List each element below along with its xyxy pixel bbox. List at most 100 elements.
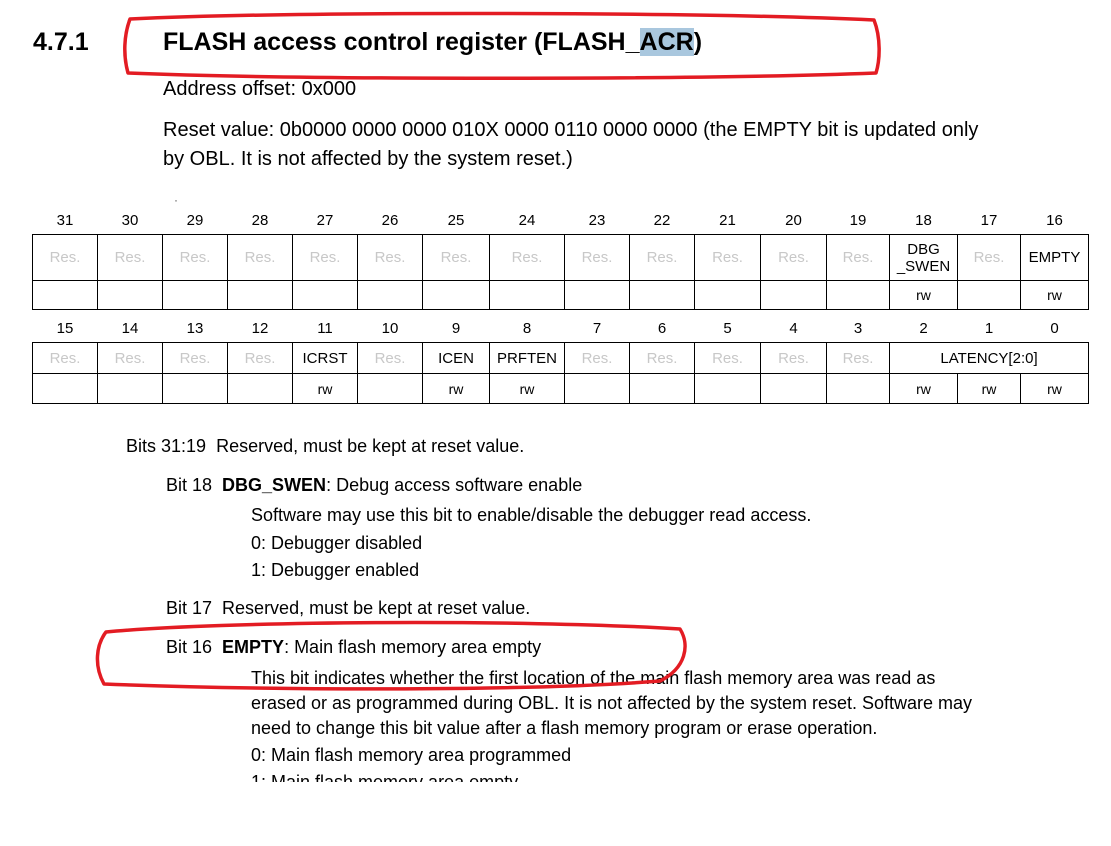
bit-16-heading: Bit 16 EMPTY: Main flash memory area emp…	[166, 637, 541, 658]
access-cell	[489, 280, 565, 310]
access-cell	[957, 280, 1021, 310]
access-row: rw rw	[32, 280, 1089, 310]
reserved-field: Res.	[422, 234, 490, 281]
access-cell: rw	[889, 280, 958, 310]
bit-title: : Main flash memory area empty	[284, 637, 542, 657]
access-cell	[357, 373, 423, 404]
bit-label: Bits 31:19	[126, 436, 207, 456]
access-cell	[97, 280, 163, 310]
access-cell	[629, 280, 695, 310]
bit-number: 5	[723, 319, 732, 337]
reserved-field: Res.	[826, 234, 890, 281]
access-cell	[162, 373, 228, 404]
access-cell	[760, 373, 827, 404]
access-cell	[227, 373, 293, 404]
bit-name: DBG_SWEN	[222, 475, 327, 495]
bit-number: 16	[1046, 211, 1063, 229]
bit-number: 30	[121, 211, 139, 229]
access-cell: rw	[422, 373, 490, 404]
bit-number: 29	[186, 211, 204, 229]
access-cell	[694, 373, 761, 404]
access-cell	[292, 280, 358, 310]
reset-value-line-1: Reset value: 0b0000 0000 0000 010X 0000 …	[163, 119, 979, 141]
bit-number: 20	[785, 211, 802, 229]
bit-18-option-0: 0: Debugger disabled	[251, 533, 423, 553]
access-cell	[227, 280, 293, 310]
bit-number: 14	[121, 319, 139, 337]
reserved-field: Res.	[694, 234, 761, 281]
bit-number: 17	[980, 211, 998, 229]
reserved-field: Res.	[227, 234, 293, 281]
bit-title: : Debug access software enable	[326, 475, 583, 495]
bit-label: Bit 18	[166, 475, 213, 495]
bit-number: 0	[1050, 319, 1059, 337]
bit-name-row: Res. Res. Res. Res. Res. Res. Res. Res. …	[32, 234, 1089, 281]
reserved-field: Res.	[227, 342, 293, 374]
bit-number: 23	[588, 211, 606, 229]
reserved-field: Res.	[32, 342, 98, 374]
bit-number: 6	[657, 319, 667, 337]
field-dbg-swen: DBG _SWEN	[889, 234, 958, 281]
bit-number: 26	[381, 211, 399, 229]
bit-16-description-line-3: need to change this bit value after a fl…	[251, 718, 878, 738]
bit-18-description: Software may use this bit to enable/disa…	[251, 505, 812, 525]
bit-number: 22	[653, 211, 671, 229]
reserved-field: Res.	[629, 342, 695, 374]
bit-17-description: Bit 17 Reserved, must be kept at reset v…	[166, 598, 530, 619]
bit-number: 3	[853, 319, 863, 337]
bit-number: 10	[381, 319, 399, 337]
reserved-field: Res.	[97, 234, 163, 281]
bit-number-row: 15 14 13 12 11 10 9 8 7 6 5 4 3 2 1 0	[33, 314, 1089, 343]
reserved-field: Res.	[357, 342, 423, 374]
bit-number: 2	[919, 319, 928, 337]
reserved-field: Res.	[97, 342, 163, 374]
address-offset: Address offset: 0x000	[163, 78, 357, 100]
access-cell	[629, 373, 695, 404]
section-number: 4.7.1	[33, 28, 89, 56]
reserved-field: Res.	[826, 342, 890, 374]
reserved-field: Res.	[564, 234, 630, 281]
access-cell	[760, 280, 827, 310]
access-row: rw rw rw rw rw rw	[32, 373, 1089, 404]
reserved-field: Res.	[32, 234, 98, 281]
reset-value-line-2: by OBL. It is not affected by the system…	[163, 148, 573, 170]
bit-text: Reserved, must be kept at reset value.	[216, 436, 525, 456]
bits-31-19-description: Bits 31:19 Reserved, must be kept at res…	[126, 436, 524, 457]
bit-number: 8	[522, 319, 532, 337]
bit-number: 18	[915, 211, 932, 229]
stray-mark: ·	[174, 193, 178, 207]
access-cell	[564, 373, 630, 404]
access-cell: rw	[889, 373, 958, 404]
field-icen: ICEN	[422, 342, 490, 374]
reserved-field: Res.	[489, 234, 565, 281]
field-prften: PRFTEN	[489, 342, 565, 374]
clipped-text-region: 1: Main flash memory area empty	[251, 770, 751, 782]
bit-number: 25	[447, 211, 465, 229]
field-latency: LATENCY[2:0]	[889, 342, 1089, 374]
section-title-end: )	[693, 28, 703, 56]
reserved-field: Res.	[629, 234, 695, 281]
bit-number-row: 31 30 29 28 27 26 25 24 23 22 21 20 19 1…	[33, 206, 1089, 235]
access-cell: rw	[1020, 280, 1089, 310]
reserved-field: Res.	[292, 234, 358, 281]
bit-number: 21	[719, 211, 736, 229]
bit-label: Bit 17	[166, 598, 213, 618]
access-cell	[564, 280, 630, 310]
reserved-field: Res.	[162, 342, 228, 374]
bit-number: 13	[186, 319, 204, 337]
bit-16-description-line-2: erased or as programmed during OBL. It i…	[251, 693, 973, 713]
access-cell	[357, 280, 423, 310]
reserved-field: Res.	[760, 342, 827, 374]
bit-name-row: Res. Res. Res. Res. ICRST Res. ICEN PRFT…	[32, 342, 1089, 374]
field-empty: EMPTY	[1020, 234, 1089, 281]
bit-label: Bit 16	[166, 637, 213, 657]
access-cell	[162, 280, 228, 310]
bit-number: 1	[984, 319, 994, 337]
bit-number: 4	[789, 319, 798, 337]
bit-number: 31	[56, 211, 74, 229]
bit-number: 27	[316, 211, 334, 229]
bit-16-option-0: 0: Main flash memory area programmed	[251, 745, 572, 765]
access-cell: rw	[957, 373, 1021, 404]
bit-number: 9	[451, 319, 461, 337]
reserved-field: Res.	[564, 342, 630, 374]
